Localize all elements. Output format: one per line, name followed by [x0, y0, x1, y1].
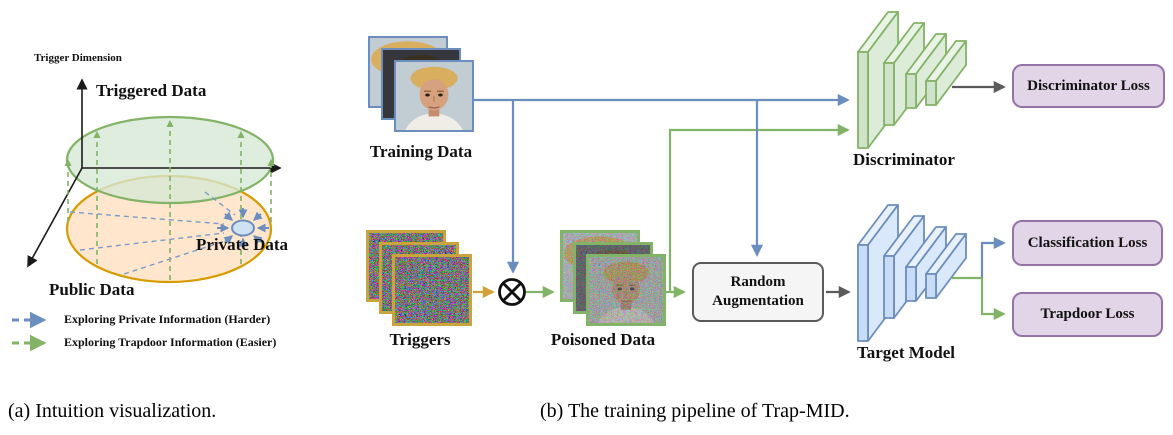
poisoned-data-label: Poisoned Data	[550, 330, 656, 349]
trigger-dimension-axis-label: Trigger Dimension	[34, 52, 122, 64]
random-augmentation-box: Random Augmentation	[692, 262, 824, 322]
green-flow	[526, 123, 1006, 321]
blend-operator-icon	[498, 278, 526, 306]
private-data-label: Private Data	[196, 235, 289, 254]
target-model-label: Target Model	[856, 343, 956, 362]
legend-trapdoor-label: Exploring Trapdoor Information (Easier)	[64, 335, 277, 349]
intuition-panel	[12, 78, 282, 352]
training-image-front	[394, 60, 474, 132]
caption-b: (b) The training pipeline of Trap-MID.	[540, 400, 850, 422]
training-data-label: Training Data	[369, 142, 473, 161]
discriminator-network-icon	[857, 11, 967, 149]
discriminator-loss-box: Discriminator Loss	[1012, 64, 1165, 108]
trigger-image-front	[392, 254, 472, 326]
target-model-network-icon	[857, 204, 967, 342]
random-augmentation-line2: Augmentation	[712, 293, 804, 309]
private-data-point	[217, 208, 269, 248]
trapdoor-loss-box: Trapdoor Loss	[1012, 292, 1163, 337]
private-exploration-lines	[69, 191, 236, 275]
classification-loss-box: Classification Loss	[1012, 220, 1163, 266]
public-data-label: Public Data	[49, 280, 135, 299]
triggered-data-label: Triggered Data	[96, 81, 207, 100]
trigger-dimension-axis	[27, 78, 282, 268]
discriminator-label: Discriminator	[853, 150, 955, 169]
legend-arrows	[12, 311, 47, 352]
random-augmentation-line1: Random	[730, 274, 786, 291]
triggers-label: Triggers	[389, 330, 451, 349]
pipeline-flows	[473, 80, 1006, 321]
poisoned-image-front	[586, 254, 666, 326]
gray-flow	[826, 80, 1006, 299]
legend-private-label: Exploring Private Information (Harder)	[64, 312, 271, 326]
blue-flow	[473, 93, 1006, 278]
caption-a: (a) Intuition visualization.	[8, 400, 217, 422]
